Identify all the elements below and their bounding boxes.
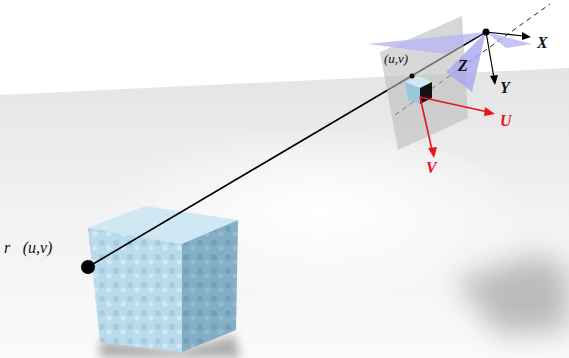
axis-label: V — [426, 160, 437, 176]
image-axes — [420, 97, 495, 158]
image-point — [410, 74, 415, 79]
pixel-label: (u,v) — [384, 52, 408, 65]
scene-point — [81, 260, 95, 274]
floor — [0, 68, 569, 358]
axis-label: U — [500, 113, 512, 129]
cube — [88, 206, 238, 352]
camera-shadow — [455, 255, 569, 335]
camera-axes — [486, 32, 531, 85]
projected-cube — [405, 76, 432, 104]
axis-label: Z — [458, 58, 468, 74]
camera-center — [483, 29, 490, 36]
axis-label: Y — [500, 80, 510, 96]
axis-label: X — [537, 35, 548, 51]
point-label: r⃗(u,v) — [4, 240, 52, 256]
frustum — [486, 32, 532, 48]
frustum — [446, 32, 486, 92]
